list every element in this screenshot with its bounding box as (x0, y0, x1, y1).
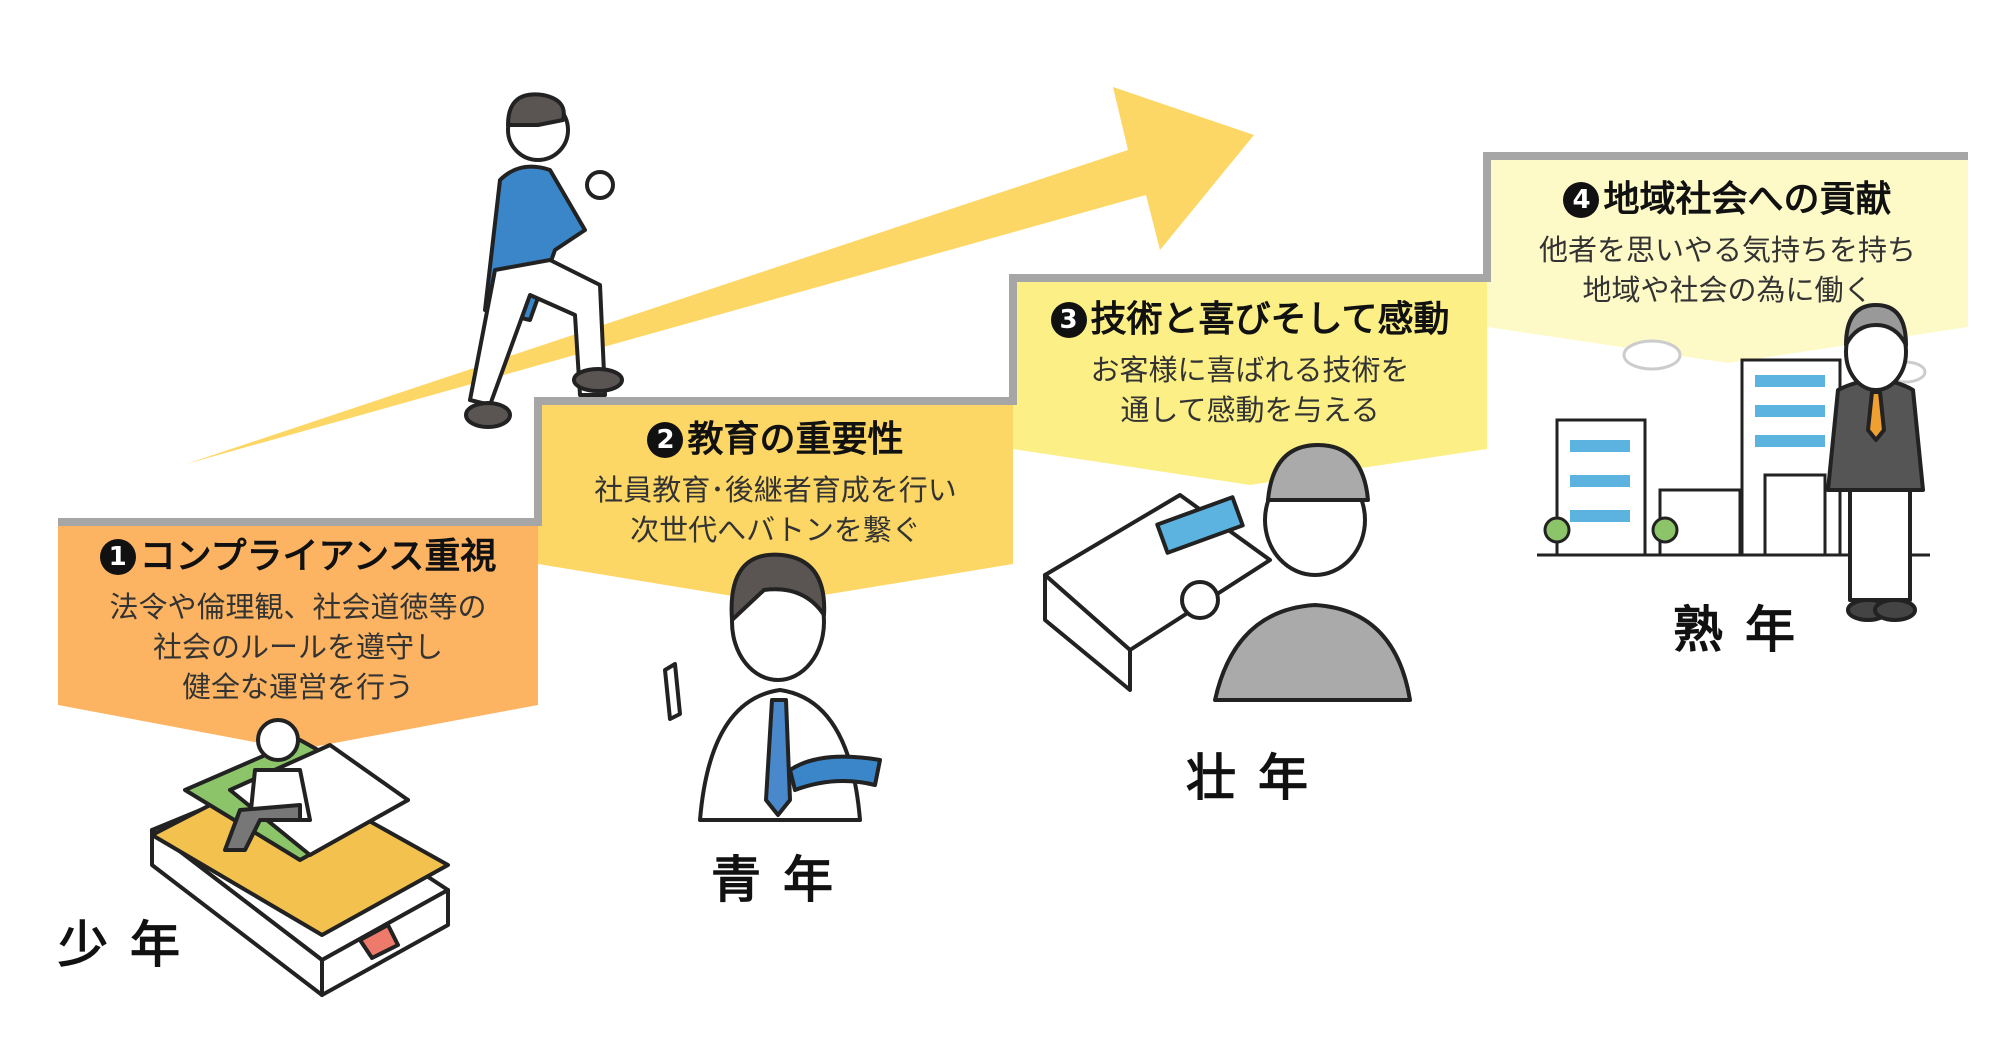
stage-1-line-2: 社会のルールを遵守し (152, 630, 443, 664)
stage-1-title-text: コンプライアンス重視 (139, 536, 497, 577)
stage-3-number-badge: 3 (1050, 302, 1087, 338)
age-label-young-adult: 青年 (711, 851, 855, 909)
city-buildings-illustration (1537, 339, 1930, 557)
stage-1-line-3: 健全な運営を行う (181, 670, 414, 704)
panel-3-background (1013, 282, 1487, 485)
stage-2-title-text: 教育の重要性 (687, 419, 904, 460)
stage-4-line-2: 地域や社会の為に働く (1582, 273, 1873, 307)
stage-3-description: お客様に喜ばれる技術を 通して感動を与える (1013, 350, 1487, 430)
stage-4-description: 他者を思いやる気持ちを持ち 地域や社会の為に働く (1487, 230, 1968, 310)
stage-1-description: 法令や倫理観、社会道徳等の 社会のルールを遵守し 健全な運営を行う (58, 587, 538, 707)
age-label-prime: 壮年 (1186, 749, 1330, 807)
stage-2-line-1: 社員教育･後継者育成を行い (594, 473, 957, 507)
young-man-illustration (663, 552, 882, 822)
stage-3-title-text: 技術と喜びそして感動 (1090, 299, 1450, 340)
panel-1-background (58, 526, 538, 750)
senior-man-illustration (1826, 303, 1925, 622)
age-label-mature: 熟年 (1673, 601, 1817, 659)
age-label-youth: 少年 (58, 916, 202, 974)
stage-3-line-1: お客様に喜ばれる技術を (1090, 353, 1410, 387)
stage-4-line-1: 他者を思いやる気持ちを持ち (1538, 233, 1916, 267)
growth-arrow (186, 87, 1254, 464)
staircase-line (58, 152, 1968, 526)
stage-1-line-1: 法令や倫理観、社会道徳等の (109, 590, 487, 624)
panel-4-background (1487, 160, 1968, 363)
stage-2-line-2: 次世代へバトンを繋ぐ (630, 513, 921, 547)
stage-1-number-badge: 1 (99, 539, 136, 575)
boy-on-books-illustration (150, 718, 450, 997)
worker-illustration (1043, 443, 1412, 702)
stage-4-title-text: 地域社会への貢献 (1603, 179, 1892, 220)
stage-2-description: 社員教育･後継者育成を行い 次世代へバトンを繋ぐ (538, 470, 1013, 550)
climbing-man-illustration (464, 92, 624, 429)
stage-3-line-2: 通して感動を与える (1120, 393, 1380, 427)
stage-4-number-badge: 4 (1563, 182, 1600, 218)
stage-2-number-badge: 2 (647, 422, 684, 458)
